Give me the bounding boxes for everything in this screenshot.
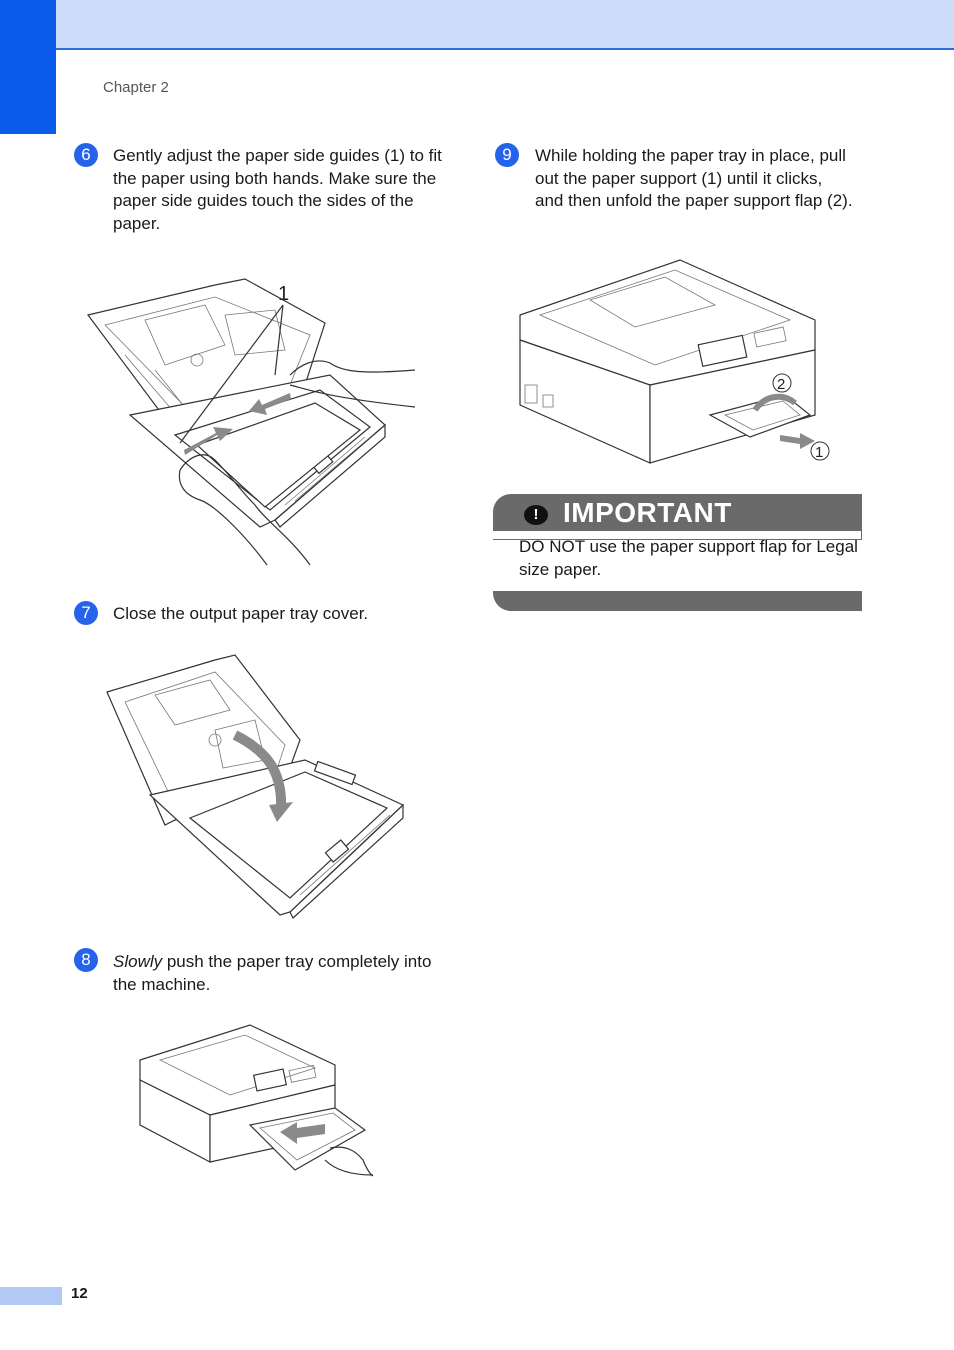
important-footer (493, 591, 862, 611)
step-8-italic: Slowly (113, 952, 163, 971)
important-title: IMPORTANT (563, 497, 732, 528)
step-6-number: 6 (74, 143, 98, 167)
chapter-tab (0, 0, 56, 134)
step-9-number: 9 (495, 143, 519, 167)
figure-pull-out-paper-support: 2 1 (519, 259, 830, 464)
step-7-text: Close the output paper tray cover. (113, 604, 369, 623)
step-8-text: Slowly push the paper tray completely in… (113, 951, 448, 996)
page-number-tab (0, 1287, 62, 1305)
fig9-callout-2: 2 (777, 376, 785, 393)
step-7-number: 7 (74, 601, 98, 625)
important-divider (493, 539, 862, 540)
page-number: 12 (71, 1285, 88, 1302)
important-edge (861, 531, 862, 540)
figure-close-output-tray-cover (106, 654, 405, 919)
step-9-text: While holding the paper tray in place, p… (535, 146, 853, 210)
exclamation-icon: ! (524, 505, 548, 525)
step-6-text: Gently adjust the paper side guides (1) … (113, 146, 442, 233)
important-text: DO NOT use the paper support flap for Le… (519, 537, 858, 579)
header-band (0, 0, 954, 50)
step-8-number: 8 (74, 948, 98, 972)
fig6-callout-1: 1 (278, 283, 289, 305)
important-header (493, 494, 862, 531)
chapter-label: Chapter 2 (103, 79, 169, 96)
fig9-callout-1: 1 (815, 444, 823, 461)
figure-adjust-side-guides: 1 (86, 278, 416, 566)
figure-push-tray-in (139, 1024, 374, 1177)
step-8-body: push the paper tray completely into the … (113, 952, 432, 994)
